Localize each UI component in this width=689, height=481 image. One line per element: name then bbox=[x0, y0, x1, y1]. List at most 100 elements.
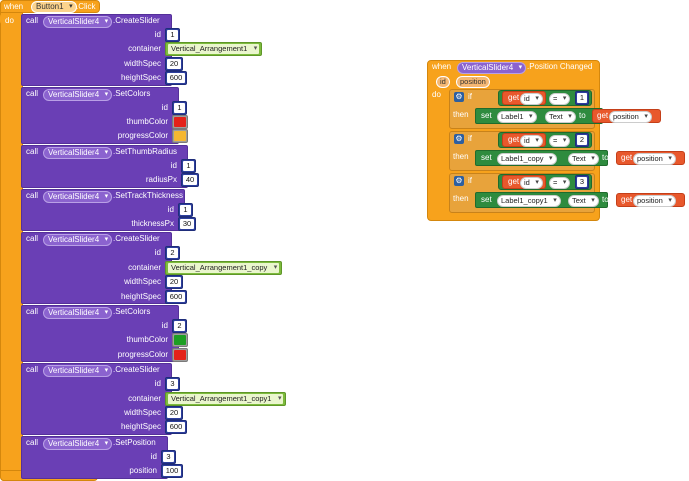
then-label: then bbox=[453, 110, 469, 119]
number-value[interactable]: 1 bbox=[183, 160, 194, 171]
to-label: to bbox=[579, 111, 586, 120]
variable-dropdown[interactable]: position bbox=[609, 111, 652, 123]
number-value[interactable]: 3 bbox=[577, 177, 587, 187]
mutator-gear-icon[interactable]: ⚙ bbox=[454, 134, 464, 144]
number-value[interactable]: 20 bbox=[167, 277, 181, 288]
operator-dropdown[interactable]: = bbox=[549, 93, 571, 105]
number-value[interactable]: 20 bbox=[167, 408, 181, 418]
number-value[interactable]: 600 bbox=[167, 291, 185, 302]
component-reference-block[interactable]: Vertical_Arrangement1_copy1 bbox=[165, 391, 287, 406]
mutator-gear-icon[interactable]: ⚙ bbox=[454, 92, 464, 102]
variable-dropdown[interactable]: id bbox=[520, 93, 543, 105]
number-value[interactable]: 1 bbox=[174, 102, 185, 113]
color-block[interactable] bbox=[172, 347, 188, 362]
call-label: call bbox=[26, 365, 39, 375]
number-block[interactable]: 3 bbox=[575, 175, 589, 189]
component-dropdown[interactable]: VerticalSlider4 bbox=[43, 365, 113, 378]
number-value[interactable]: 1 bbox=[180, 204, 191, 215]
number-block[interactable]: 1 bbox=[181, 158, 196, 173]
number-value[interactable]: 3 bbox=[167, 379, 178, 390]
component-dropdown[interactable]: VerticalSlider4 bbox=[43, 234, 113, 247]
number-value[interactable]: 600 bbox=[167, 422, 185, 433]
component-dropdown[interactable]: VerticalSlider4 bbox=[43, 190, 113, 203]
param-label: thicknessPx bbox=[131, 219, 174, 228]
component-reference-value[interactable]: Vertical_Arrangement1_copy1 bbox=[168, 393, 284, 404]
component-reference-value[interactable]: Vertical_Arrangement1_copy bbox=[168, 262, 280, 273]
component-dropdown[interactable]: VerticalSlider4 bbox=[43, 88, 113, 101]
variable-dropdown[interactable]: position bbox=[633, 195, 676, 207]
component-reference-value[interactable]: Vertical_Arrangement1 bbox=[168, 44, 260, 55]
number-block[interactable]: 40 bbox=[181, 173, 199, 188]
label-component-dropdown[interactable]: Label1_copy bbox=[497, 153, 557, 165]
number-value[interactable]: 20 bbox=[167, 58, 181, 69]
number-block[interactable]: 1 bbox=[178, 202, 193, 217]
component-dropdown[interactable]: VerticalSlider4 bbox=[43, 16, 113, 28]
get-label: get bbox=[597, 111, 609, 120]
number-block[interactable]: 2 bbox=[575, 133, 589, 147]
color-block[interactable] bbox=[172, 129, 188, 144]
param-label: container bbox=[128, 393, 161, 403]
label-component-dropdown[interactable]: Label1 bbox=[497, 111, 537, 123]
component-dropdown[interactable]: VerticalSlider4 bbox=[43, 146, 113, 159]
number-block[interactable]: 20 bbox=[165, 56, 183, 71]
param-label: id bbox=[150, 451, 157, 461]
number-block[interactable]: 20 bbox=[165, 406, 183, 420]
component-reference-block[interactable]: Vertical_Arrangement1 bbox=[165, 42, 263, 57]
number-block[interactable]: 2 bbox=[165, 246, 180, 261]
if-label: if bbox=[468, 134, 472, 143]
number-block[interactable]: 1 bbox=[165, 28, 180, 42]
color-block[interactable] bbox=[172, 333, 188, 348]
variable-dropdown[interactable]: position bbox=[633, 153, 676, 165]
number-value[interactable]: 40 bbox=[183, 175, 197, 186]
number-block[interactable]: 1 bbox=[575, 91, 589, 105]
number-block[interactable]: 600 bbox=[165, 289, 187, 304]
color-swatch[interactable] bbox=[174, 117, 186, 127]
call-label: call bbox=[26, 190, 39, 200]
method-label: .SetColors bbox=[113, 88, 151, 98]
param-label: id bbox=[154, 248, 161, 258]
param-position[interactable]: position bbox=[456, 76, 490, 88]
color-swatch[interactable] bbox=[174, 349, 186, 360]
number-value[interactable]: 100 bbox=[163, 466, 181, 477]
variable-dropdown[interactable]: id bbox=[520, 135, 543, 147]
component-reference-block[interactable]: Vertical_Arrangement1_copy bbox=[165, 260, 283, 275]
number-block[interactable]: 30 bbox=[178, 217, 196, 231]
number-block[interactable]: 600 bbox=[165, 420, 187, 435]
number-value[interactable]: 2 bbox=[577, 135, 587, 145]
operator-dropdown[interactable]: = bbox=[549, 135, 571, 147]
param-label: position bbox=[129, 466, 157, 476]
number-value[interactable]: 600 bbox=[167, 73, 185, 84]
color-swatch[interactable] bbox=[174, 335, 186, 346]
component-dropdown[interactable]: VerticalSlider4 bbox=[43, 307, 113, 319]
color-swatch[interactable] bbox=[174, 131, 186, 142]
variable-dropdown[interactable]: id bbox=[520, 177, 543, 189]
event-component-dropdown[interactable]: VerticalSlider4 bbox=[457, 62, 527, 74]
number-block[interactable]: 3 bbox=[161, 449, 176, 464]
button1-click-event-block[interactable] bbox=[0, 0, 23, 481]
property-dropdown[interactable]: Text bbox=[568, 153, 599, 165]
number-value[interactable]: 2 bbox=[174, 321, 185, 331]
if-label: if bbox=[468, 92, 472, 101]
number-value[interactable]: 3 bbox=[163, 451, 174, 462]
component-dropdown[interactable]: VerticalSlider4 bbox=[43, 437, 113, 450]
number-value[interactable]: 1 bbox=[577, 93, 587, 103]
number-block[interactable]: 3 bbox=[165, 377, 180, 392]
property-dropdown[interactable]: Text bbox=[568, 195, 599, 207]
method-label: .SetPosition bbox=[113, 437, 156, 447]
label-component-dropdown[interactable]: Label1_copy1 bbox=[497, 195, 561, 207]
event-component-dropdown[interactable]: Button1 bbox=[31, 1, 77, 13]
operator-dropdown[interactable]: = bbox=[549, 177, 571, 189]
number-block[interactable]: 600 bbox=[165, 71, 187, 86]
number-value[interactable]: 1 bbox=[167, 30, 178, 40]
number-block[interactable]: 2 bbox=[172, 319, 187, 333]
number-block[interactable]: 1 bbox=[172, 100, 187, 115]
color-block[interactable] bbox=[172, 115, 188, 129]
number-block[interactable]: 20 bbox=[165, 275, 183, 290]
mutator-gear-icon[interactable]: ⚙ bbox=[454, 176, 464, 186]
number-value[interactable]: 30 bbox=[180, 219, 194, 229]
param-id[interactable]: id bbox=[436, 76, 450, 88]
set-label: set bbox=[481, 153, 492, 162]
property-dropdown[interactable]: Text bbox=[545, 111, 576, 123]
number-value[interactable]: 2 bbox=[167, 248, 178, 259]
number-block[interactable]: 100 bbox=[161, 464, 183, 479]
